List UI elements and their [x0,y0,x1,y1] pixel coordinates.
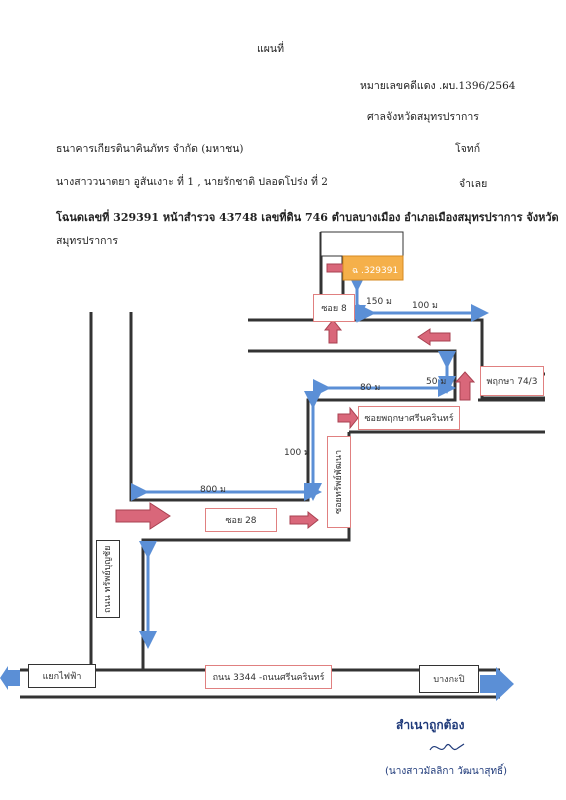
arrow-up-phruksa [454,371,476,401]
plot-label: ฉ .329391 [352,266,399,276]
left-road-label: ถนน ทรัพย์บุญชัย [96,540,120,618]
arrow-soi-phruksa [337,406,359,430]
arrow-right-bangkapi [480,667,514,701]
target-plot [342,255,404,281]
main-road-label: ถนน 3344 -ถนนศรีนครินทร์ [205,665,332,689]
plaintiff-role: โจทก์ [455,143,481,155]
map-title: แผนที่ [257,43,285,55]
arrow-left-junction [0,666,20,690]
arrow-soi28-big [115,502,171,530]
distance-80-label: 80 ม [360,383,381,393]
distance-100b-label: 100 ม [284,448,310,458]
left-junction-label: แยกไฟฟ้า [28,664,96,688]
case-number: หมายเลขคดีแดง .ผบ.1396/2564 [360,80,516,92]
defendant-role: จำเลย [459,178,488,190]
road-upper-bottom [248,349,457,400]
roads [20,232,545,699]
plaintiff-name: ธนาคารเกียรตินาคินภัทร จำกัด (มหาชน) [56,143,244,155]
road-mid-lower [141,432,351,670]
distance-100-label: 100 ม [412,301,438,311]
arrow-up-soi8 [323,319,343,344]
neighbor-plot [320,231,404,257]
soi-sap-label: ซอยทรัพย์พัฒนา [327,436,351,528]
soi8-label: ซอย 8 [313,294,355,322]
deed-line: โฉนดเลขที่ 329391 หน้าสำรวจ 43748 เลขที่… [56,211,559,224]
signer-name: (นางสาวมัลลิกา วัฒนาสุทธิ์) [385,766,508,777]
arrow-soi28-small [289,510,319,530]
deed-line-2: สมุทรปราการ [56,235,118,247]
arrow-left-upper [417,328,451,346]
soi28-label: ซอย 28 [205,508,277,532]
phruksa-label: พฤกษา 74/3 [480,366,544,396]
court-name: ศาลจังหวัดสมุทรปราการ [367,111,479,123]
distance-800-label: 800 ม [200,485,226,495]
soi-phruksa-label: ซอยพฤกษาศรีนครินทร์ [358,406,460,430]
distance-50-label: 50 ม [426,377,447,387]
signature-mark [429,743,465,751]
distance-150-label: 150 ม [366,297,392,307]
right-destination-label: บางกะปิ [419,665,479,693]
certified-copy: สำเนาถูกต้อง [396,718,465,732]
defendants-names: นางสาววนาตยา อูสันเงาะ ที่ 1 , นายรักชาต… [56,176,328,188]
